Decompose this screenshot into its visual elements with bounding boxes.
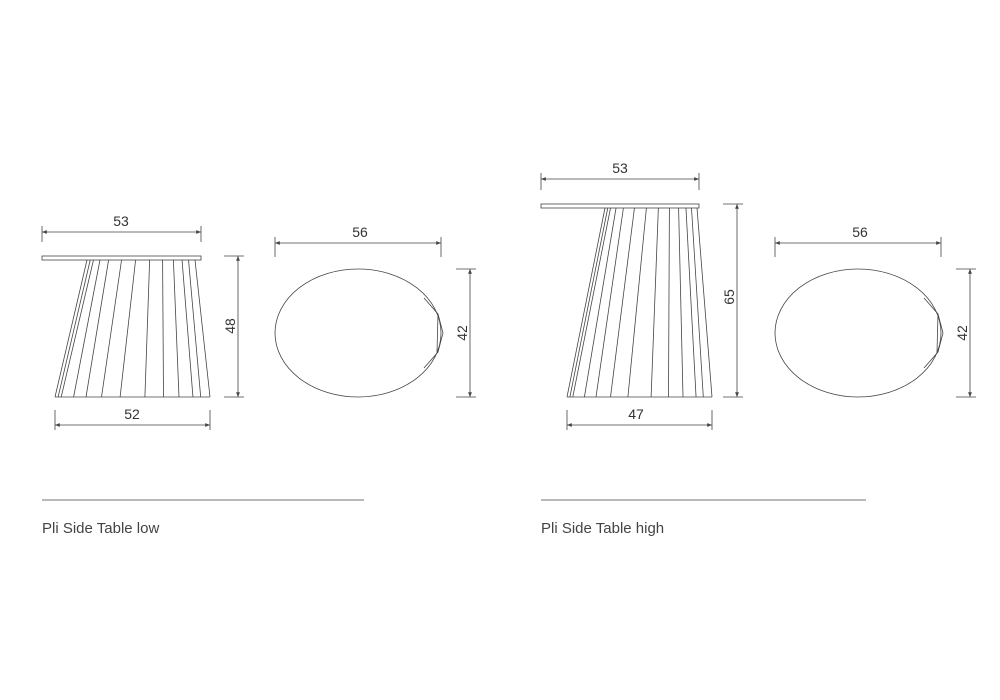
pleat-line (54, 259, 88, 398)
high-table-top-view: 56 42 (774, 224, 976, 398)
pleat-line (584, 207, 617, 398)
pleat-line (173, 259, 180, 398)
pleat-line (188, 259, 202, 398)
dimension-depth: 42 (454, 325, 470, 341)
high-table-side-view: 53 65 47 (540, 160, 743, 430)
low-table-top-view: 56 42 (274, 224, 476, 398)
base-facet (423, 297, 444, 369)
pleat-line (572, 207, 611, 398)
pleat-line (101, 259, 122, 398)
pleat-line (119, 259, 136, 398)
pleat-line (85, 259, 109, 398)
pleat-line (57, 259, 91, 398)
dimension-width: 56 (852, 224, 868, 240)
pleat-line (144, 259, 151, 398)
pleat-line (610, 207, 635, 398)
pleat-line (678, 207, 684, 398)
low-table-side-view: 53 48 52 (41, 213, 244, 430)
pleat-line (181, 259, 194, 398)
pleat-line (650, 207, 659, 398)
table-top (540, 203, 700, 209)
pleat-line (194, 259, 211, 398)
pleat-line (691, 207, 704, 398)
pleat-line (569, 207, 609, 398)
dimension-height: 65 (721, 289, 737, 305)
dimension-height: 48 (222, 318, 238, 334)
dimension-depth: 42 (954, 325, 970, 341)
table-top-oval (274, 268, 442, 398)
pleat-line (566, 207, 606, 398)
pleat-line (627, 207, 647, 398)
pleat-line (696, 207, 713, 398)
dimension-width: 56 (352, 224, 368, 240)
dimension-base-width: 47 (628, 406, 644, 422)
pleats (54, 259, 211, 398)
caption-high: Pli Side Table high (541, 520, 665, 537)
base-facet (923, 297, 944, 369)
dimension-top-width: 53 (113, 213, 129, 229)
table-top (41, 255, 202, 261)
pleat-line (60, 259, 94, 398)
dimension-base-width: 52 (124, 406, 140, 422)
pleat-line (595, 207, 624, 398)
dimension-top-width: 53 (612, 160, 628, 176)
pleat-line (685, 207, 697, 398)
pleats (566, 207, 713, 398)
pleat-line (668, 207, 670, 398)
pleat-line (73, 259, 101, 398)
caption-low: Pli Side Table low (42, 520, 160, 537)
pleat-line (162, 259, 164, 398)
table-top-oval (774, 268, 942, 398)
